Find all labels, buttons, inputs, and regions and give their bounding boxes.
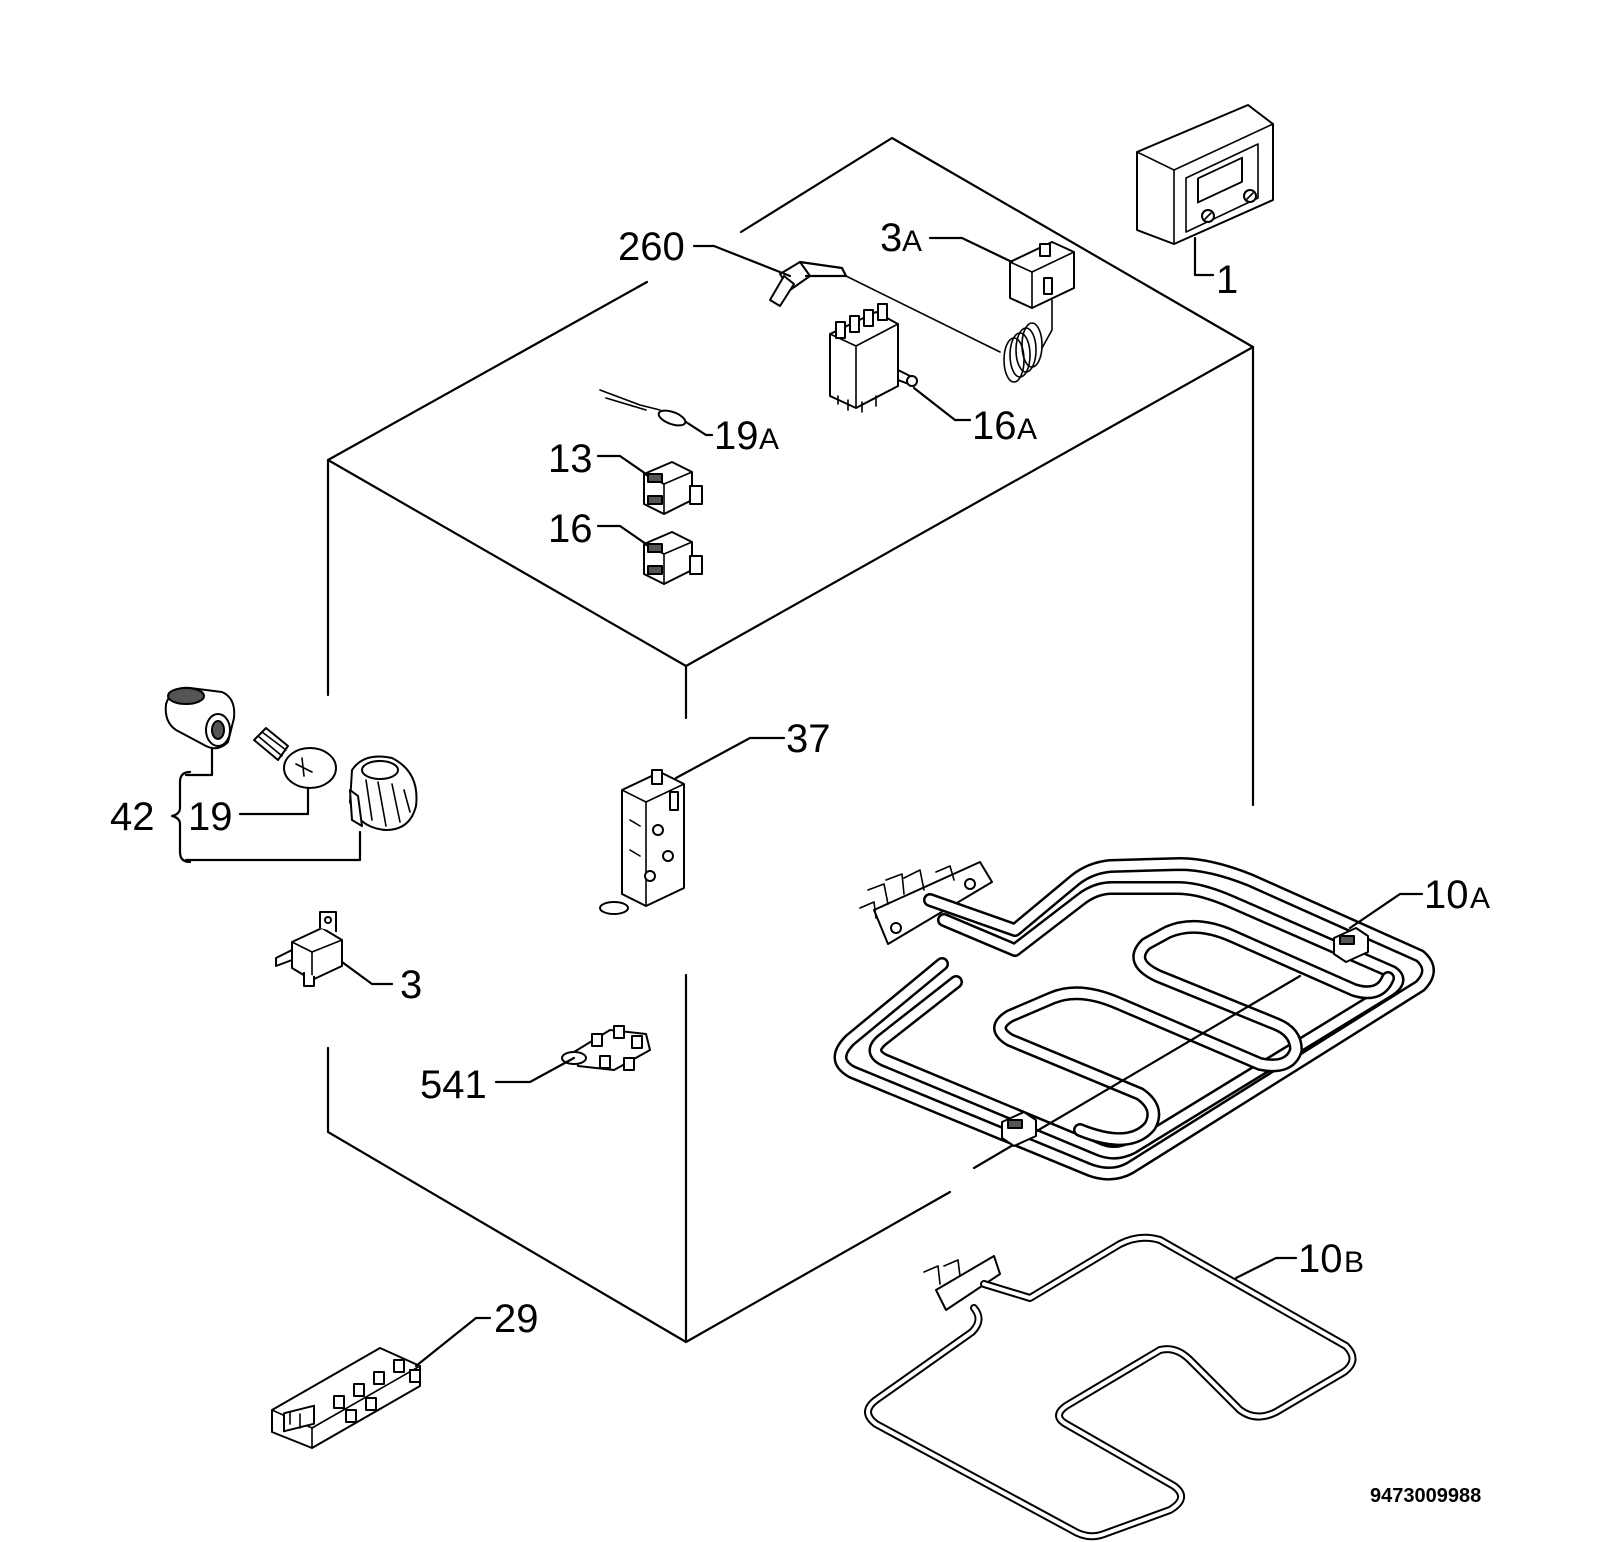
grill-element — [833, 857, 1435, 1181]
label-541: 541 — [420, 1063, 487, 1107]
leader-19-bulb — [238, 786, 310, 816]
label-16a-num: 16 — [972, 404, 1017, 448]
label-37: 37 — [786, 717, 831, 761]
label-16a-suffix: A — [1017, 413, 1037, 446]
oven-light-bulb — [253, 727, 337, 789]
label-10a-num: 10 — [1424, 873, 1469, 917]
label-10a-suffix: A — [1470, 882, 1490, 915]
label-10b-num: 10 — [1298, 1237, 1343, 1281]
switch-16 — [643, 531, 703, 585]
leader-29 — [414, 1316, 492, 1368]
leader-10a — [1348, 892, 1424, 930]
label-42: 42 — [110, 795, 155, 839]
leader-3 — [340, 960, 394, 986]
leader-37 — [674, 736, 786, 780]
selector-switch — [829, 303, 918, 413]
drawing-number: 9473009988 — [1370, 1485, 1481, 1507]
label-260: 260 — [618, 225, 685, 269]
indicator-lamp — [599, 389, 687, 427]
leader-260 — [692, 244, 792, 278]
label-13: 13 — [548, 437, 593, 481]
label-10b-suffix: B — [1344, 1246, 1364, 1279]
leader-13 — [596, 454, 648, 476]
lamp-cover — [349, 755, 418, 831]
switch-13 — [643, 461, 703, 515]
label-1: 1 — [1216, 258, 1238, 302]
label-3a-num: 3 — [880, 216, 902, 260]
oven-cabinet-outline — [326, 136, 1255, 1344]
leader-16 — [596, 524, 648, 546]
temperature-sensor — [769, 260, 1001, 353]
leader-1 — [1193, 236, 1215, 277]
leader-3a — [928, 236, 1014, 264]
leader-16a — [912, 386, 972, 422]
label-19: 19 — [188, 795, 233, 839]
leader-42-holder — [184, 746, 214, 777]
door-lock — [599, 769, 685, 915]
label-29: 29 — [494, 1297, 539, 1341]
lamp-holder — [164, 686, 236, 750]
label-16: 16 — [548, 507, 593, 551]
timer-module — [1136, 104, 1274, 245]
ignition-generator — [271, 1347, 421, 1449]
leader-10b — [1234, 1256, 1298, 1280]
label-19a-num: 19 — [714, 414, 759, 458]
leader-541 — [494, 1056, 576, 1084]
thermal-cutout — [275, 911, 343, 987]
label-3a-suffix: A — [902, 225, 922, 258]
leader-42-cover — [184, 830, 362, 862]
leader-19a — [684, 420, 714, 437]
bracket-42 — [170, 770, 192, 864]
thermostat — [1003, 241, 1075, 383]
bottom-element — [864, 1233, 1357, 1541]
label-3: 3 — [400, 963, 422, 1007]
label-19a-suffix: A — [759, 423, 779, 456]
terminal-block — [561, 1025, 651, 1071]
